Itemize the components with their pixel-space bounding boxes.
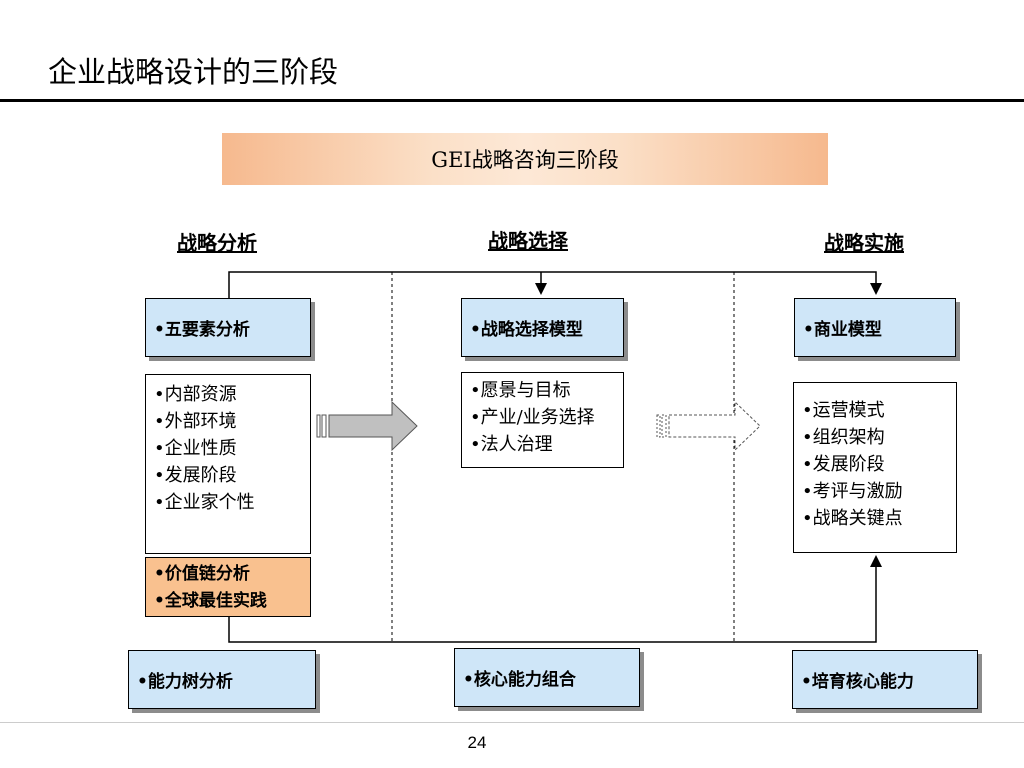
heading-analysis: 战略分析 — [177, 231, 257, 255]
list-item: •运营模式 — [802, 400, 885, 421]
box-capability-tree: •能力树分析 — [128, 650, 316, 709]
value-chain-item: •价值链分析 — [154, 564, 250, 584]
box-five-elements: •五要素分析 — [145, 298, 311, 357]
page-number: 24 — [467, 733, 487, 752]
value-chain-item: •全球最佳实践 — [154, 591, 267, 611]
box-strategy-choice-model: •战略选择模型 — [461, 298, 624, 357]
list-item: •企业家个性 — [154, 492, 255, 513]
box-value-chain: •价值链分析 •全球最佳实践 — [145, 557, 311, 617]
box-core-capability-portfolio: •核心能力组合 — [454, 648, 640, 707]
list-item: •内部资源 — [154, 384, 237, 405]
list-item: •外部环境 — [154, 411, 237, 432]
list-item: •战略关键点 — [802, 508, 903, 529]
list-item: •考评与激励 — [802, 481, 903, 502]
list-item: •法人治理 — [470, 434, 553, 455]
footer-divider — [0, 722, 1024, 723]
top-connector — [228, 271, 882, 298]
list-analysis: •内部资源 •外部环境 •企业性质 •发展阶段 •企业家个性 — [145, 374, 311, 554]
list-item: •产业/业务选择 — [470, 407, 595, 428]
list-item: •企业性质 — [154, 438, 237, 459]
heading-implementation: 战略实施 — [824, 231, 904, 255]
flow-arrow-outline — [656, 400, 761, 452]
list-implementation: •运营模式 •组织架构 •发展阶段 •考评与激励 •战略关键点 — [793, 382, 957, 553]
page-title: 企业战略设计的三阶段 — [48, 55, 339, 89]
title-divider — [0, 99, 1024, 102]
bottom-connector — [228, 555, 882, 643]
heading-choice: 战略选择 — [488, 229, 568, 253]
list-item: •愿景与目标 — [470, 380, 571, 401]
list-choice: •愿景与目标 •产业/业务选择 •法人治理 — [461, 372, 624, 468]
box-business-model: •商业模型 — [794, 298, 956, 357]
banner-gei-stages: GEI战略咨询三阶段 — [222, 133, 828, 185]
flow-arrow-gray — [316, 400, 418, 452]
list-item: •组织架构 — [802, 427, 885, 448]
list-item: •发展阶段 — [154, 465, 237, 486]
box-cultivate-core-capability: •培育核心能力 — [792, 650, 978, 709]
list-item: •发展阶段 — [802, 454, 885, 475]
